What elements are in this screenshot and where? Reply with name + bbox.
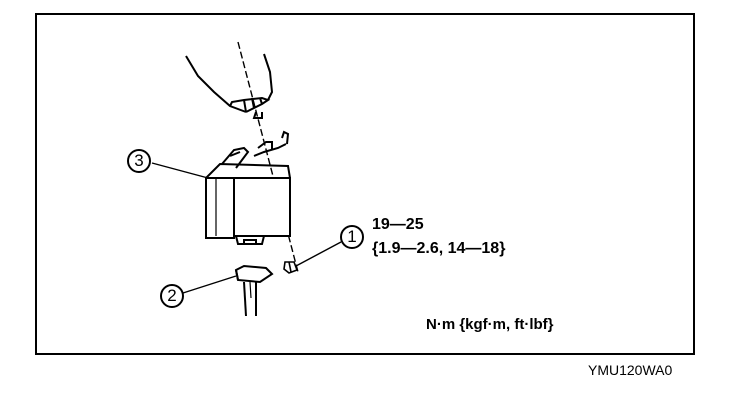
torque-value-nm: 19—25 (372, 216, 424, 233)
callout-2-number: 2 (167, 286, 177, 305)
callout-1-number: 1 (347, 227, 357, 246)
torque-value-alt-units: {1.9—2.6, 14—18} (372, 240, 506, 257)
figure-code: YMU120WA0 (588, 362, 673, 378)
callout-2: 2 (160, 284, 184, 308)
leader-line-1 (295, 241, 342, 267)
bracket-hook (253, 130, 290, 157)
leader-line-2 (182, 275, 237, 294)
bolt (283, 261, 299, 274)
mounting-body (185, 53, 274, 119)
callout-3-number: 3 (134, 151, 144, 170)
leader-line-3 (151, 162, 209, 179)
control-unit (205, 146, 291, 245)
units-legend: N·m {kgf·m, ft·lbf} (426, 316, 554, 333)
callout-1: 1 (340, 225, 364, 249)
bracket-post (234, 264, 274, 317)
alignment-line (237, 41, 299, 273)
callout-3: 3 (127, 149, 151, 173)
figure-frame (35, 13, 695, 355)
